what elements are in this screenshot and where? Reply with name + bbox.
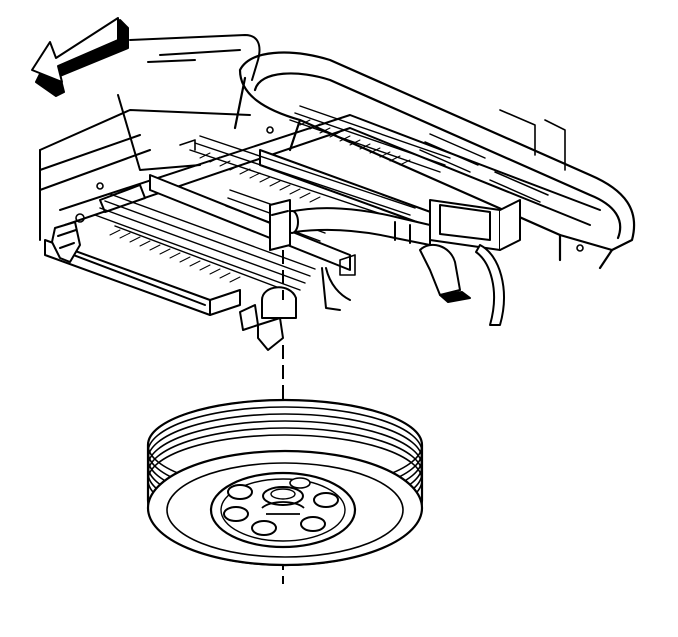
spare-tire-hoist bbox=[239, 199, 351, 351]
front-direction-arrow bbox=[31, 17, 129, 97]
hitch-receiver bbox=[429, 199, 521, 251]
truck-underbody bbox=[39, 34, 636, 351]
floor-hatching bbox=[109, 119, 411, 283]
underbody-details bbox=[75, 109, 584, 276]
wheel-rim bbox=[209, 471, 357, 549]
spare-tire bbox=[146, 398, 424, 567]
truck-bed-edge bbox=[39, 34, 261, 241]
tire-retainer bbox=[261, 501, 305, 515]
hanger-brackets bbox=[419, 243, 505, 326]
left-bump-stop bbox=[51, 221, 81, 263]
